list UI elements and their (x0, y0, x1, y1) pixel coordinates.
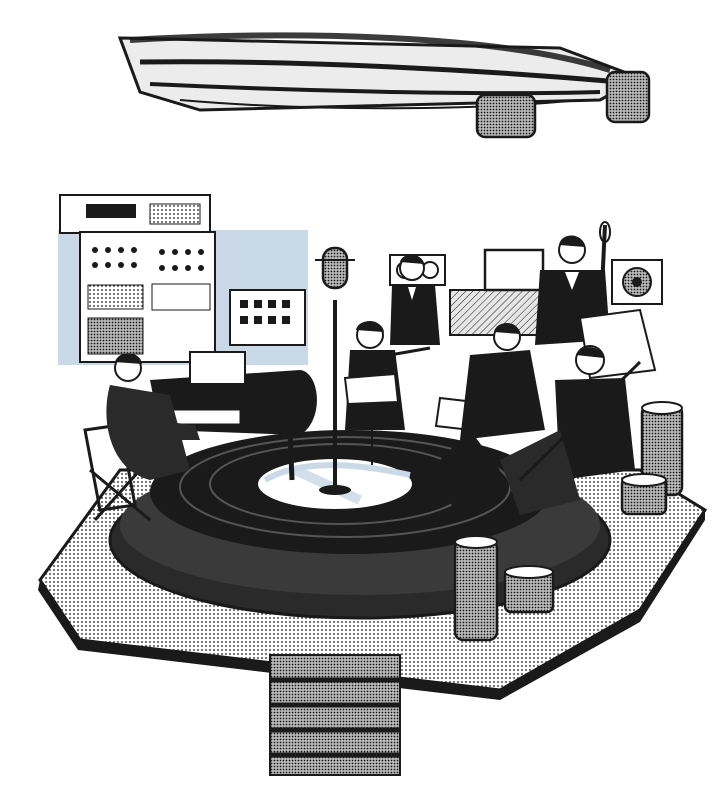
platter-spindle-icon (269, 654, 401, 776)
violinist-icon (430, 323, 545, 510)
conductor-icon (390, 254, 440, 345)
pianist-icon (106, 353, 200, 480)
cellist-icon (500, 345, 642, 515)
microphone-icon (315, 246, 355, 495)
cylinder-can-icon (453, 401, 684, 642)
floating-platter-icon (117, 32, 651, 139)
grand-piano-icon (149, 351, 317, 490)
rack-equipment-icon (58, 194, 546, 365)
